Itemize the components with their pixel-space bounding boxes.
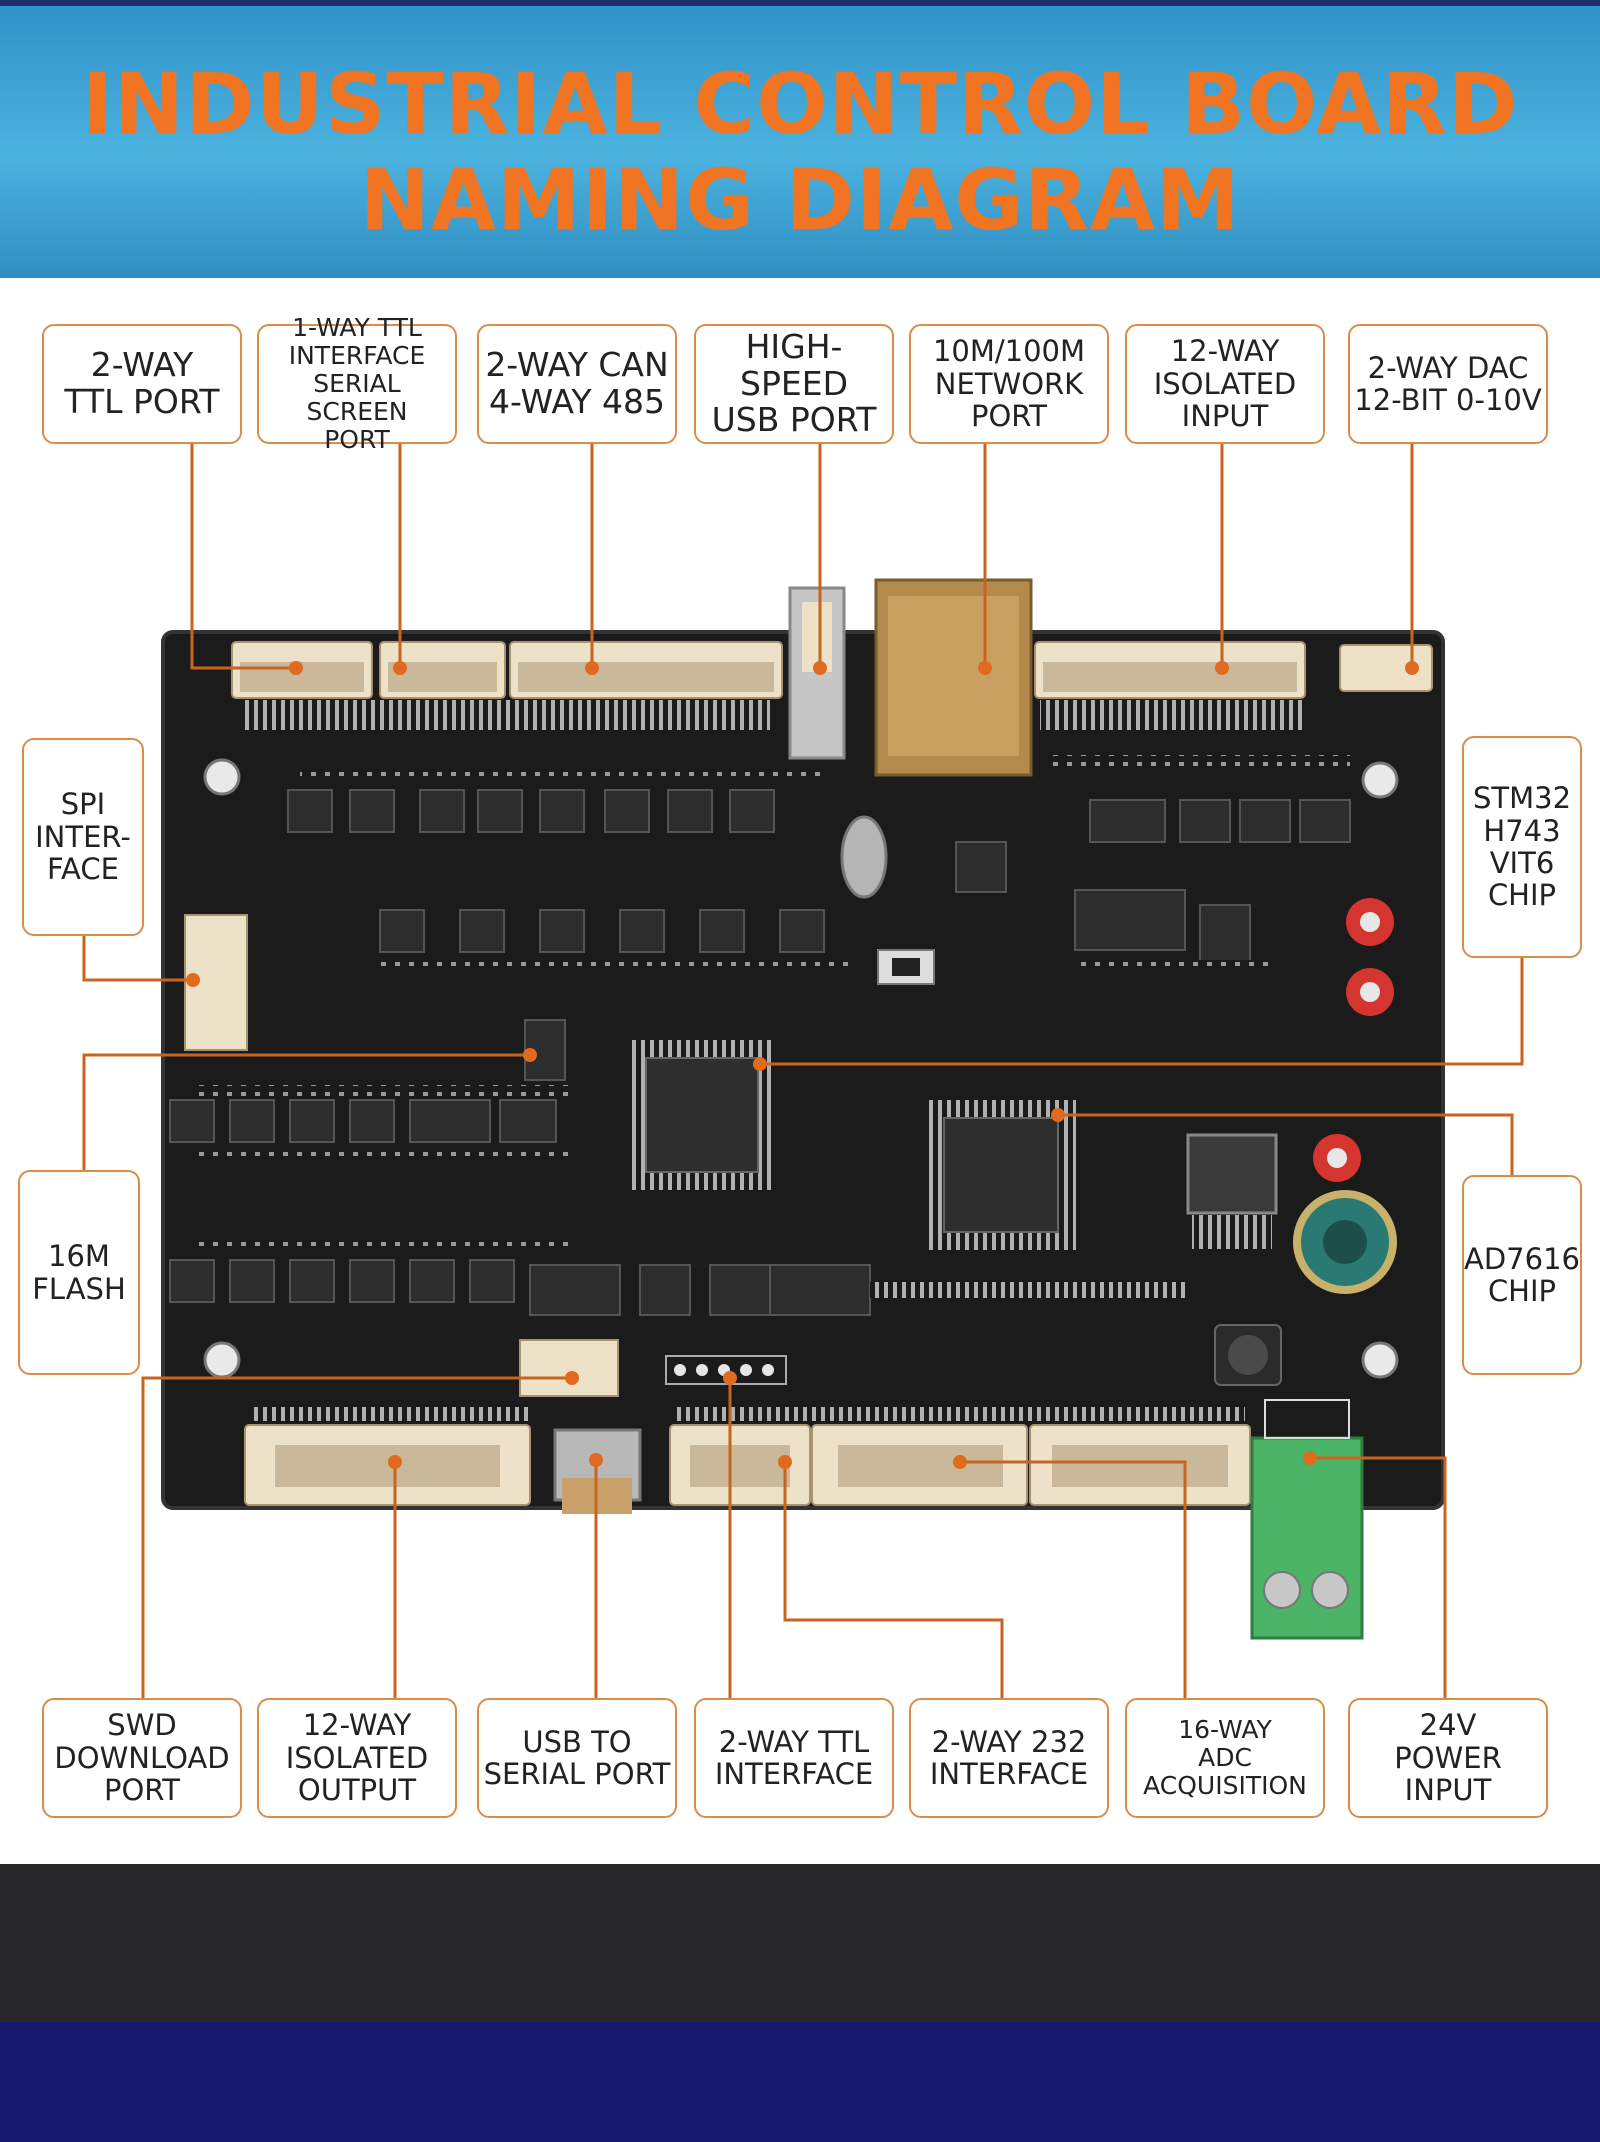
footer-band-blue	[0, 2022, 1600, 2142]
stm32-chip	[645, 1057, 759, 1173]
mounting-holes	[203, 758, 1399, 1379]
page-title-line1: INDUSTRIAL CONTROL BOARD	[81, 55, 1519, 153]
leader-lines	[82, 444, 1524, 1698]
swd-connector	[519, 1339, 619, 1397]
page-title-line2: NAMING DIAGRAM	[359, 151, 1241, 249]
power-terminal	[1250, 1436, 1364, 1640]
leader-dots	[186, 661, 1419, 1469]
footer-band-dark	[0, 1864, 1600, 2022]
title-banner	[0, 0, 1600, 278]
ad7616-chip	[943, 1117, 1059, 1233]
